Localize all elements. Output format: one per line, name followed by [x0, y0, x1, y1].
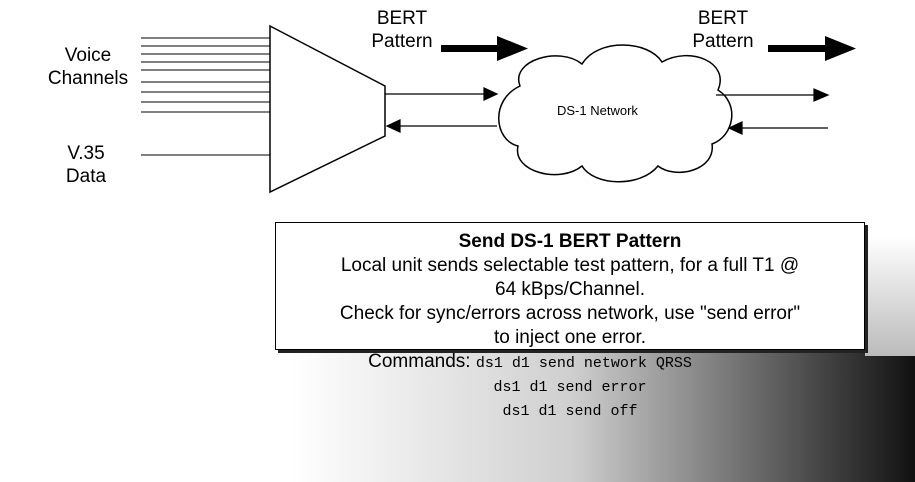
- cloud-far-links: [716, 88, 830, 135]
- commands-label: Commands:: [368, 351, 471, 372]
- voice-channel-lines: [141, 37, 270, 113]
- voice-label-line1: Voice: [64, 45, 112, 66]
- ds1-network-label: DS-1 Network: [557, 103, 638, 118]
- bert-arrow-left: [441, 36, 528, 61]
- background-shading: [292, 236, 915, 482]
- info-line-4: to inject one error.: [493, 327, 647, 348]
- command-1: ds1 d1 send network QRSS: [475, 355, 692, 372]
- bert-pattern-label-left: BERT Pattern: [352, 7, 452, 53]
- data-label-line1: V.35: [67, 143, 105, 164]
- bert-pattern-label-right: BERT Pattern: [673, 7, 773, 53]
- bert-right-line1: BERT: [697, 8, 749, 29]
- voice-label-line2: Channels: [47, 68, 129, 89]
- info-line-1: Local unit sends selectable test pattern…: [340, 255, 800, 276]
- info-box-title: Send DS-1 BERT Pattern: [458, 231, 682, 252]
- data-label-line2: Data: [65, 166, 107, 187]
- bert-arrow-right: [768, 36, 856, 61]
- bert-left-line1: BERT: [376, 8, 428, 29]
- info-line-2: 64 kBps/Channel.: [495, 279, 645, 300]
- info-box: Send DS-1 BERT Pattern Local unit sends …: [275, 222, 865, 420]
- v35-data-label: V.35 Data: [36, 142, 136, 188]
- bert-left-line2: Pattern: [371, 31, 433, 52]
- voice-channels-label: Voice Channels: [26, 44, 150, 90]
- command-3: ds1 d1 send off: [502, 403, 638, 420]
- command-2: ds1 d1 send error: [493, 379, 647, 396]
- multiplexer-shape: [269, 24, 386, 194]
- info-line-3: Check for sync/errors across network, us…: [339, 303, 801, 324]
- commands-row: Commands: ds1 d1 send network QRSS: [196, 350, 864, 376]
- bert-right-line2: Pattern: [692, 31, 754, 52]
- cloud-shape: [498, 44, 733, 183]
- mux-cloud-links: [385, 87, 499, 133]
